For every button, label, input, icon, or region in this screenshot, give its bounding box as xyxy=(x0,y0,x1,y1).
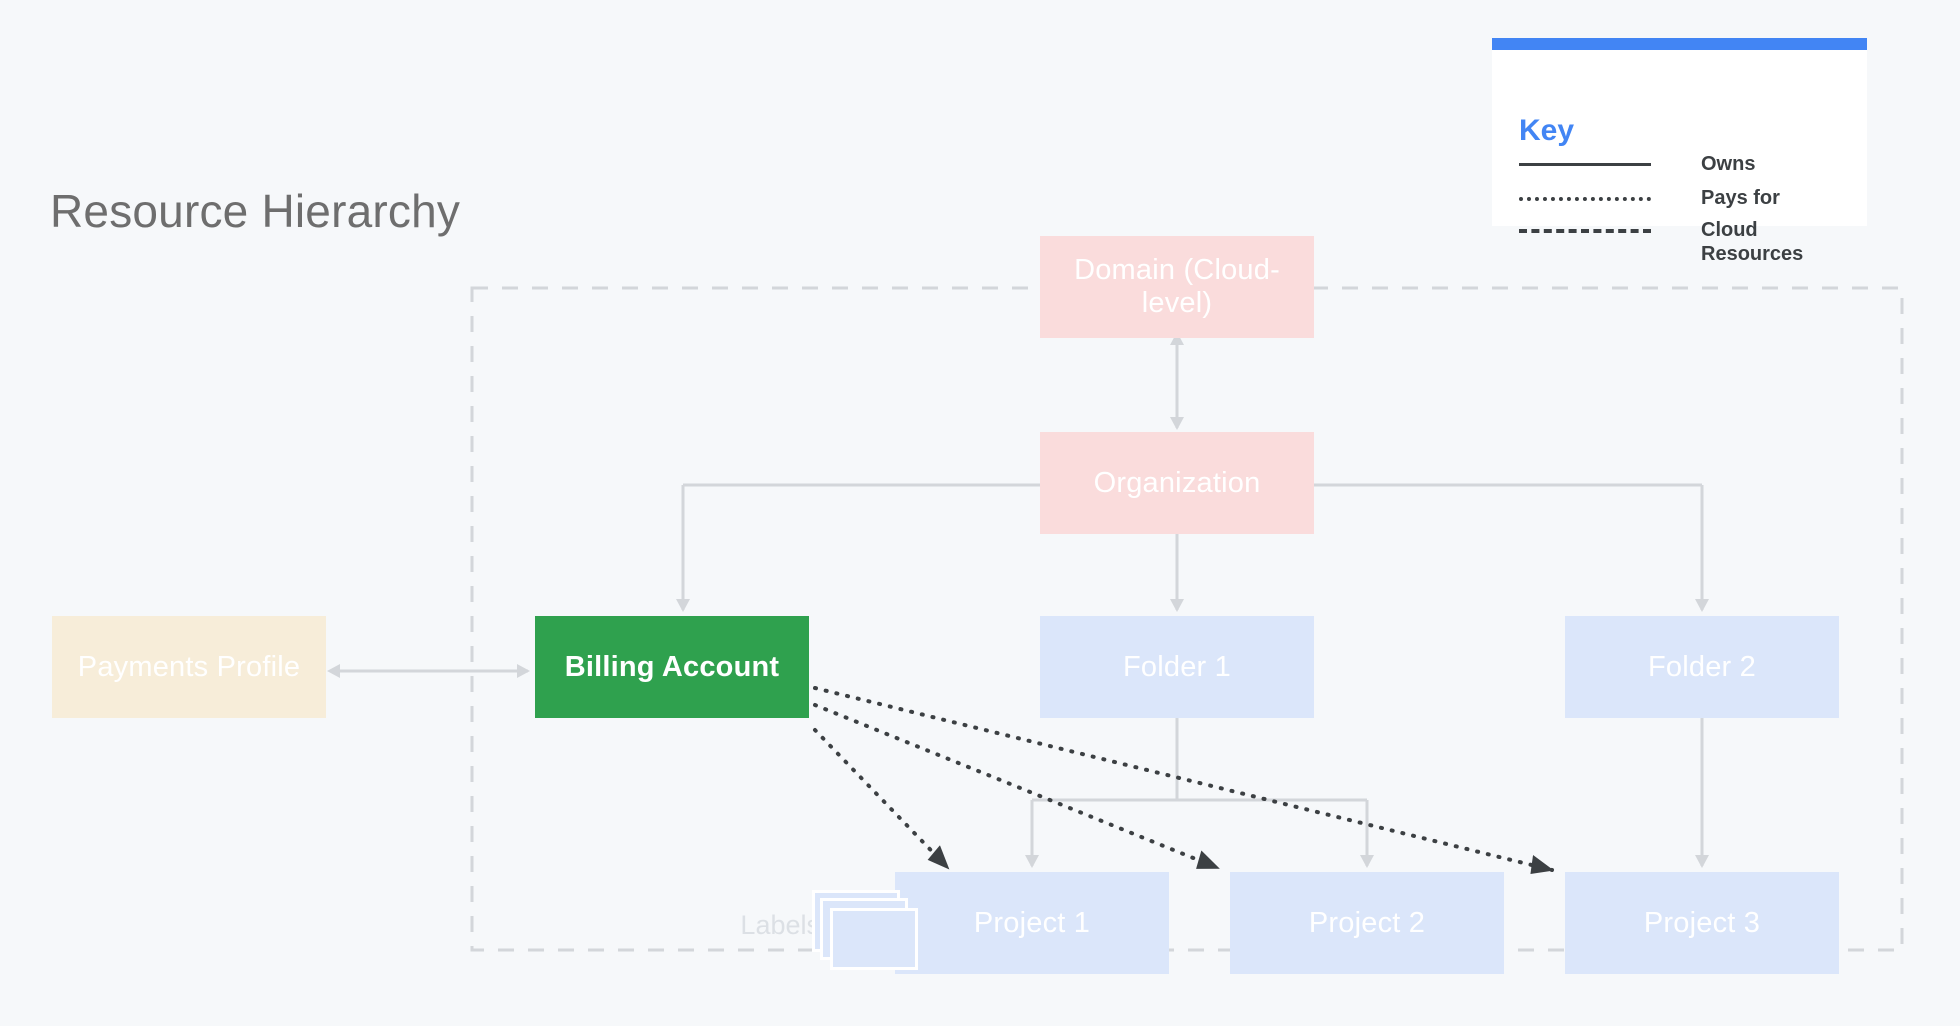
node-organization-label: Organization xyxy=(1093,466,1261,499)
node-folder-2[interactable]: Folder 2 xyxy=(1565,616,1839,718)
node-project-2-label: Project 2 xyxy=(1308,906,1426,939)
key-label-owns: Owns xyxy=(1701,153,1756,175)
node-project-3-label: Project 3 xyxy=(1643,906,1761,939)
node-billing-account[interactable]: Billing Account xyxy=(535,616,809,718)
key-accent-bar xyxy=(1492,38,1867,50)
node-project-1[interactable]: Project 1 xyxy=(895,872,1169,974)
node-folder-2-label: Folder 2 xyxy=(1648,650,1756,683)
node-organization[interactable]: Organization xyxy=(1040,432,1314,534)
node-project-2[interactable]: Project 2 xyxy=(1230,872,1504,974)
key-sample-solid-line xyxy=(1519,163,1651,166)
node-payments-profile-label: Payments Profile xyxy=(77,650,301,683)
node-project-3[interactable]: Project 3 xyxy=(1565,872,1839,974)
labels-annotation-text: Labels xyxy=(740,910,820,940)
node-folder-1-label: Folder 1 xyxy=(1123,650,1231,683)
node-domain-label: Domain (Cloud-level) xyxy=(1074,254,1280,319)
node-domain[interactable]: Domain (Cloud-level) xyxy=(1040,236,1314,338)
edge-billing-account-pays-project-1 xyxy=(813,728,950,870)
key-legend-card: Key Owns Pays for Cloud Resources xyxy=(1492,38,1867,265)
key-row-owns: Owns xyxy=(1519,152,1849,176)
node-billing-account-label: Billing Account xyxy=(564,650,780,683)
key-row-pays-for: Pays for xyxy=(1519,186,1849,210)
key-label-pays-for: Pays for xyxy=(1701,187,1780,209)
stacked-card-front xyxy=(830,908,918,970)
node-payments-profile[interactable]: Payments Profile xyxy=(52,616,326,718)
edge-billing-account-pays-project-2 xyxy=(813,703,1220,870)
key-row-cloud-resources: Cloud Resources xyxy=(1519,218,1849,266)
key-title: Key xyxy=(1519,114,1575,147)
edge-folder1-bus xyxy=(1032,718,1367,802)
stacked-cards-icon xyxy=(812,890,922,970)
key-sample-dotted-line xyxy=(1519,197,1651,201)
node-project-1-label: Project 1 xyxy=(973,906,1091,939)
key-label-cloud-resources: Cloud Resources xyxy=(1701,219,1804,265)
page-title: Resource Hierarchy xyxy=(50,185,461,237)
node-folder-1[interactable]: Folder 1 xyxy=(1040,616,1314,718)
key-sample-dashed-line xyxy=(1519,229,1651,233)
